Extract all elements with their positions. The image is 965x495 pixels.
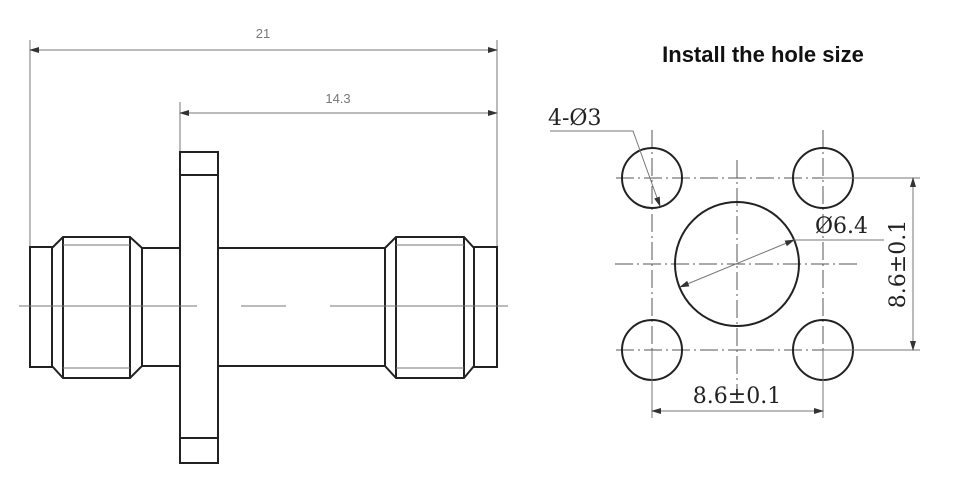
right-nut <box>384 236 475 379</box>
center-hole-diameter-line <box>679 239 795 288</box>
dimension-label-21: 21 <box>256 26 270 41</box>
dimension-label-14-3: 14.3 <box>325 91 350 106</box>
hole-pattern-title: Install the hole size <box>662 42 864 67</box>
left-nut <box>51 236 143 379</box>
connector-side-view: 21 14.3 <box>19 26 508 464</box>
mounting-hole-pattern: Install the hole size 4-Ø3 Ø6.4 8.6±0.1 … <box>548 42 920 418</box>
center-hole-label: Ø6.4 <box>815 214 868 239</box>
vertical-spacing-label: 8.6±0.1 <box>886 220 911 308</box>
body <box>217 247 386 367</box>
left-neck <box>141 247 181 367</box>
horizontal-spacing-label: 8.6±0.1 <box>693 384 781 409</box>
small-hole-leader <box>550 130 661 207</box>
flange <box>179 151 219 464</box>
right-end-cap <box>473 246 498 368</box>
small-holes-label: 4-Ø3 <box>548 106 601 131</box>
mounting-hole-top-left <box>621 147 683 209</box>
center-hole <box>674 201 800 327</box>
left-end-cap <box>29 246 53 368</box>
